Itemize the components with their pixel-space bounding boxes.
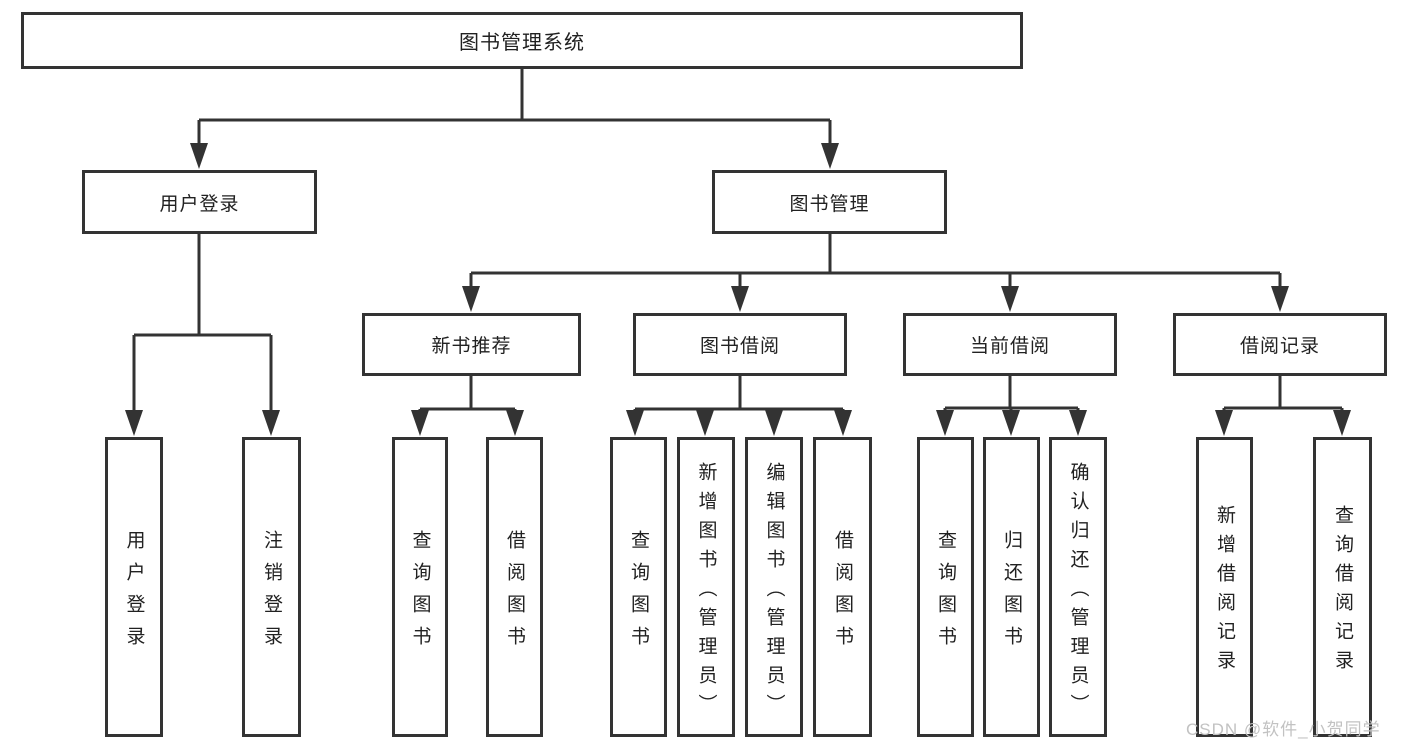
leaf-label: 借阅图书 bbox=[832, 529, 853, 658]
leaf-cb-return-books: 归还图书 bbox=[983, 437, 1040, 737]
leaf-br-query-record: 查询借阅记录 bbox=[1313, 437, 1372, 737]
arrowhead-icon bbox=[125, 410, 143, 436]
leaf-label: 新增借阅记录 bbox=[1214, 505, 1235, 679]
arrowhead-icon bbox=[411, 410, 429, 436]
arrowhead-icon bbox=[626, 410, 644, 436]
leaf-label: 查询借阅记录 bbox=[1332, 505, 1353, 679]
leaf-nb-borrow-books: 借阅图书 bbox=[486, 437, 543, 737]
node-book-management: 图书管理 bbox=[712, 170, 947, 234]
node-user-login: 用户登录 bbox=[82, 170, 317, 234]
node-borrow-records: 借阅记录 bbox=[1173, 313, 1387, 376]
leaf-br-add-record: 新增借阅记录 bbox=[1196, 437, 1253, 737]
leaf-bb-query-books: 查询图书 bbox=[610, 437, 667, 737]
arrowhead-icon bbox=[1333, 410, 1351, 436]
leaf-bb-add-books-admin: 新增图书（管理员） bbox=[677, 437, 735, 737]
arrowhead-icon bbox=[506, 410, 524, 436]
leaf-label: 用户登录 bbox=[123, 529, 145, 658]
leaf-label: 查询图书 bbox=[628, 529, 649, 658]
node-book-borrow: 图书借阅 bbox=[633, 313, 847, 376]
leaf-cb-query-books: 查询图书 bbox=[917, 437, 974, 737]
arrowhead-icon bbox=[821, 143, 839, 169]
leaf-logout: 注销登录 bbox=[242, 437, 301, 737]
arrowhead-icon bbox=[696, 410, 714, 436]
leaf-label: 查询图书 bbox=[935, 529, 956, 658]
csdn-watermark: CSDN @软件_小贺同学 bbox=[1186, 720, 1381, 739]
leaf-label: 借阅图书 bbox=[504, 529, 525, 658]
leaf-label: 归还图书 bbox=[1001, 529, 1022, 658]
arrowhead-icon bbox=[936, 410, 954, 436]
arrowhead-icon bbox=[1271, 286, 1289, 312]
arrowhead-icon bbox=[834, 410, 852, 436]
arrowhead-icon bbox=[1001, 286, 1019, 312]
leaf-label: 新增图书（管理员） bbox=[695, 461, 717, 723]
arrowhead-icon bbox=[731, 286, 749, 312]
leaf-cb-confirm-return-admin: 确认归还（管理员） bbox=[1049, 437, 1107, 737]
arrowhead-icon bbox=[765, 410, 783, 436]
arrowhead-icon bbox=[262, 410, 280, 436]
arrowhead-icon bbox=[1002, 410, 1020, 436]
arrowhead-icon bbox=[190, 143, 208, 169]
leaf-label: 查询图书 bbox=[409, 529, 431, 658]
leaf-label: 注销登录 bbox=[261, 529, 282, 658]
node-root-system: 图书管理系统 bbox=[21, 12, 1023, 69]
arrowhead-icon bbox=[1215, 410, 1233, 436]
leaf-user-login: 用户登录 bbox=[105, 437, 163, 737]
leaf-label: 确认归还（管理员） bbox=[1067, 461, 1089, 723]
leaf-bb-edit-books-admin: 编辑图书（管理员） bbox=[745, 437, 803, 737]
leaf-label: 编辑图书（管理员） bbox=[763, 461, 785, 723]
leaf-nb-query-books: 查询图书 bbox=[392, 437, 448, 737]
arrowhead-icon bbox=[1069, 410, 1087, 436]
leaf-bb-borrow-books: 借阅图书 bbox=[813, 437, 872, 737]
arrowhead-icon bbox=[462, 286, 480, 312]
node-current-borrow: 当前借阅 bbox=[903, 313, 1117, 376]
node-new-book-recommend: 新书推荐 bbox=[362, 313, 581, 376]
